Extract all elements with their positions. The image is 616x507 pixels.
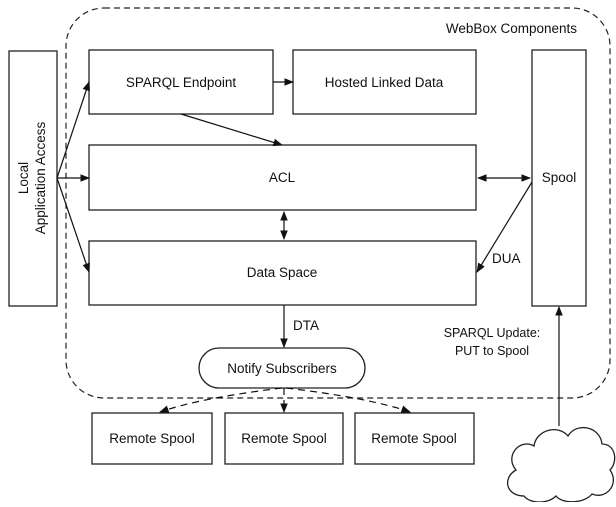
sparql-update-label-line2: PUT to Spool (455, 344, 529, 358)
hosted-linked-data-box: Hosted Linked Data (292, 49, 477, 115)
dta-label: DTA (293, 318, 319, 333)
sparql-update-label-line1: SPARQL Update: (444, 326, 541, 340)
local-application-access-box: Local Application Access (8, 50, 58, 307)
acl-label: ACL (269, 170, 296, 185)
acl-box: ACL (88, 144, 477, 211)
sparql-endpoint-box: SPARQL Endpoint (88, 49, 274, 115)
remote-spool-label-1: Remote Spool (109, 431, 195, 446)
data-space-box: Data Space (88, 240, 477, 306)
arrow-notify-to-remote-spool-1 (159, 387, 283, 413)
sparql-update-label-bg (440, 324, 540, 358)
remote-spool-label-2: Remote Spool (241, 431, 327, 446)
notify-subscribers-label: Notify Subscribers (227, 361, 337, 376)
arrow-sparql-to-acl (180, 113, 283, 147)
data-space-label: Data Space (247, 265, 318, 280)
remote-spool-label-3: Remote Spool (371, 431, 457, 446)
remote-spool-box-1: Remote Spool (91, 412, 213, 465)
local-app-label-line1: Local (16, 162, 31, 194)
hosted-linked-data-label: Hosted Linked Data (325, 75, 444, 90)
spool-box: Spool (531, 49, 587, 307)
sparql-endpoint-label: SPARQL Endpoint (126, 75, 237, 90)
dua-label: DUA (492, 251, 521, 266)
webbox-components-title: WebBox Components (446, 21, 577, 36)
arrow-local-to-sparql-endpoint (56, 81, 90, 179)
arrow-spool-to-data-space (476, 181, 533, 273)
local-app-label-line2: Application Access (33, 121, 48, 234)
spool-label: Spool (542, 170, 577, 185)
cloud-icon (506, 426, 616, 503)
remote-spool-box-3: Remote Spool (354, 412, 475, 465)
arrow-notify-to-remote-spool-3 (285, 387, 411, 413)
arrow-local-to-data-space (56, 177, 90, 273)
notify-subscribers-node: Notify Subscribers (198, 347, 366, 389)
remote-spool-box-2: Remote Spool (224, 412, 344, 465)
